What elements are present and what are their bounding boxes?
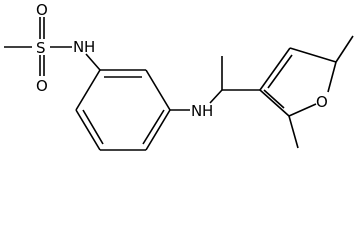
atom-h-amine: H — [202, 102, 213, 120]
bond-ring-c2-c3 — [145, 69, 171, 111]
bond-c2-methyl — [288, 115, 299, 149]
atom-s: S — [36, 39, 46, 57]
bond-furan-o-c2 — [288, 103, 317, 117]
atom-n-amine: N — [191, 102, 202, 120]
bond-furan-c2-c3 — [259, 89, 290, 117]
bond-furan-c5-o — [327, 61, 337, 93]
bond-n-c1 — [85, 53, 101, 71]
bond-ring-c6-c1 — [75, 69, 101, 111]
atom-o-bottom: O — [36, 77, 48, 95]
atom-h-sulfonamide: H — [84, 38, 95, 56]
bond-ring-inner-2 — [142, 109, 165, 145]
bond-ring-c3-c4 — [145, 109, 171, 151]
atom-o-furan: O — [316, 93, 328, 111]
molecule-structure: S O O N H N H O — [4, 1, 354, 151]
bond-furan-c3-c4 — [259, 47, 291, 91]
bond-c5-methyl — [335, 35, 354, 63]
bond-nh-ch — [209, 89, 223, 104]
bond-furan-c3-c4-inner — [267, 54, 293, 89]
bond-furan-c2-c3-inner — [263, 89, 285, 109]
atom-n-sulfonamide: N — [73, 38, 84, 56]
bond-furan-c4-c5 — [289, 47, 337, 63]
atom-o-top: O — [36, 1, 48, 19]
bond-ring-c5-c6 — [75, 109, 101, 151]
bond-ring-inner-3 — [82, 109, 104, 145]
